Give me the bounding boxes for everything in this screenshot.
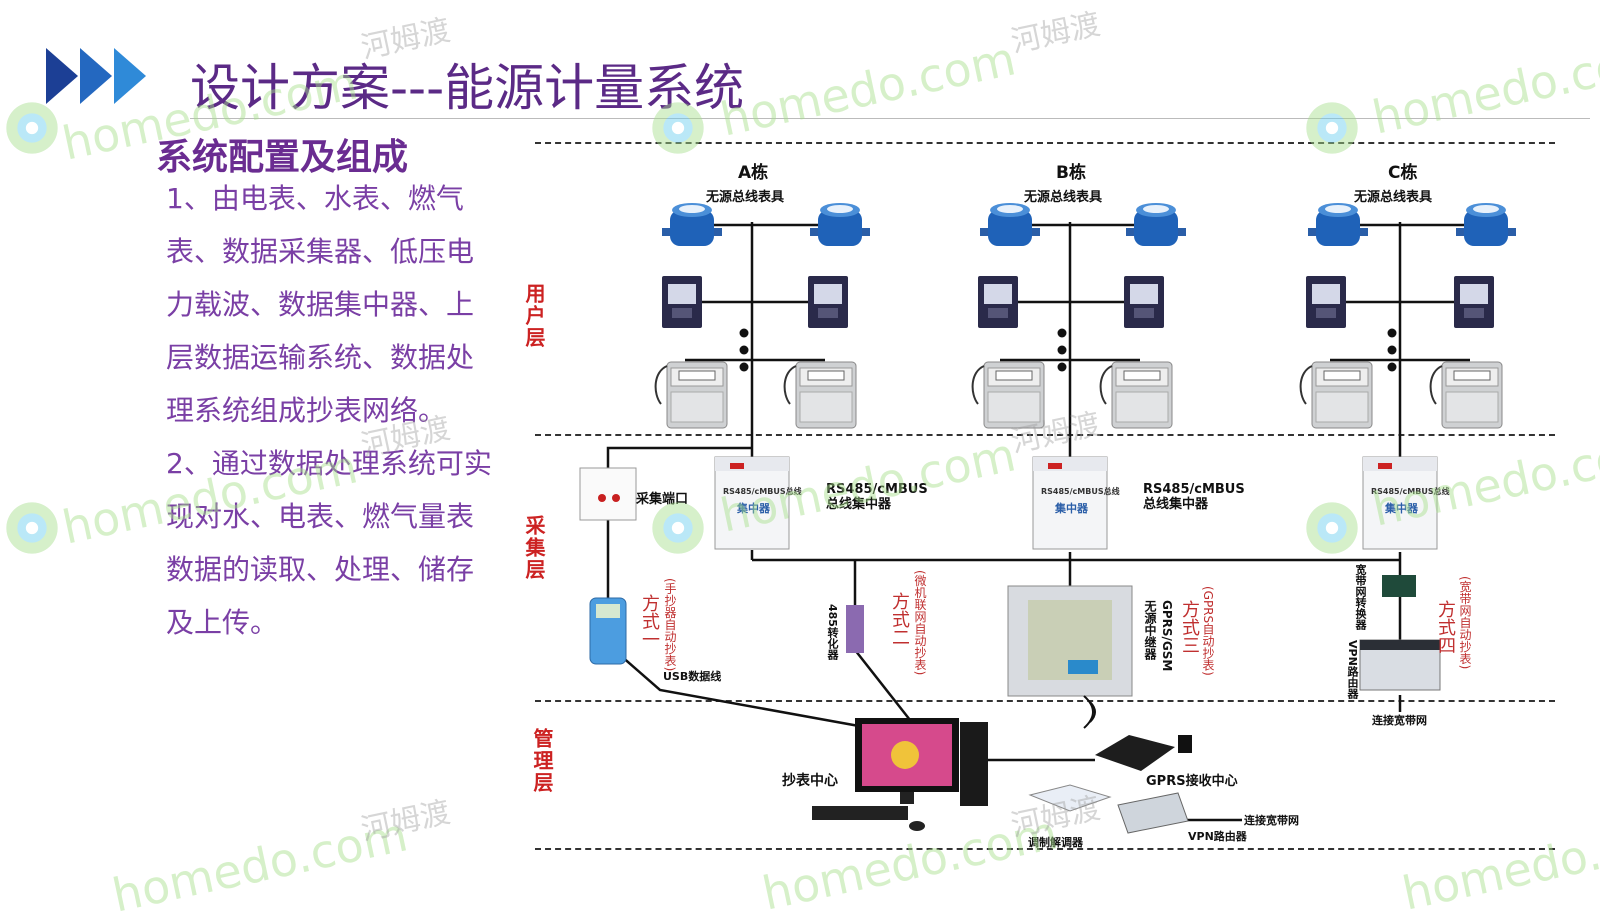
concentrator-a-plate-1: RS485/cMBUS总线: [723, 487, 802, 496]
relay-label-2: GPRS/GSM: [1160, 600, 1174, 672]
building-a-meters: [654, 203, 870, 429]
paragraph-1: 1、由电表、水表、燃气表、数据采集器、低压电力载波、数据集中器、上层数据运输系统…: [166, 182, 475, 427]
building-b-sub: 无源总线表具: [1024, 190, 1103, 205]
modem-label: 调制解调器: [1028, 836, 1083, 849]
relay-label: 无源中继器: [1143, 600, 1157, 660]
watermark-flower-icon: [2, 98, 62, 158]
concentrator-b-plate-2: 集中器: [1055, 502, 1088, 515]
vpn-router-label: VPN路由器: [1346, 640, 1359, 699]
watermark-flower-icon: [648, 98, 708, 158]
paragraph-2: 2、通过数据处理系统可实现对水、电表、燃气量表数据的读取、处理、储存及上传。: [166, 447, 492, 639]
concentrator-a-label: RS485/cMBUS 总线集中器: [826, 482, 928, 512]
building-b-name: B栋: [1056, 163, 1086, 183]
concentrator-c-plate-2: 集中器: [1385, 502, 1418, 515]
building-a-sub: 无源总线表具: [706, 190, 785, 205]
layer-label-user: 用户层: [522, 283, 546, 349]
watermark-flower-icon: [1302, 498, 1362, 558]
page-title: 设计方案---能源计量系统: [190, 59, 745, 117]
mode-3-desc: (GPRS自动抄表): [1201, 586, 1215, 676]
separator-user-collect: [535, 434, 1555, 436]
mode-1-name: 方式一: [639, 594, 660, 648]
gprs-center-label: GPRS接收中心: [1146, 774, 1238, 789]
mode-2-name: 方式二: [889, 592, 910, 646]
section-subtitle: 系统配置及组成: [156, 137, 409, 178]
mode-3-name: 方式三: [1179, 600, 1200, 654]
separator-bottom: [535, 848, 1555, 850]
separator-collect-manage: [535, 700, 1555, 702]
separator-top: [535, 142, 1555, 144]
concentrator-a-plate-2: 集中器: [737, 502, 770, 515]
mode-4-name: 方式四: [1435, 600, 1456, 654]
connect-broadband-label-2: 连接宽带网: [1244, 814, 1299, 827]
building-c-sub: 无源总线表具: [1354, 190, 1433, 205]
chevron-right-icon: [46, 48, 78, 104]
meter-center-label: 抄表中心: [782, 773, 838, 789]
vpn-router-label-2: VPN路由器: [1188, 830, 1247, 843]
collect-port-label: 采集端口: [636, 492, 689, 507]
rs485-converter-label: 485转化器: [826, 604, 839, 660]
usb-cable-label: USB数据线: [663, 670, 722, 683]
building-a-name: A栋: [738, 163, 769, 183]
network-diagram: [579, 203, 1516, 834]
watermark-flower-icon: [648, 498, 708, 558]
watermark-flower-icon: [2, 498, 62, 558]
building-b-meters: [971, 203, 1186, 429]
concentrator-c-plate-1: RS485/cMBUS总线: [1371, 487, 1450, 496]
chevron-right-icon: [80, 48, 112, 104]
broadband-converter-label: 宽带网转换器: [1354, 564, 1367, 630]
title-divider: [190, 118, 1590, 119]
mode-1-desc: (手抄器自动抄表): [663, 578, 677, 672]
chevron-right-icon: [114, 48, 146, 104]
mode-2-desc: (微机联网自动抄表): [913, 570, 927, 676]
concentrator-b-label: RS485/cMBUS 总线集中器: [1143, 482, 1245, 512]
layer-label-collect: 采集层: [522, 515, 546, 581]
building-c-name: C栋: [1388, 163, 1418, 183]
concentrator-b-plate-1: RS485/cMBUS总线: [1041, 487, 1120, 496]
connect-broadband-label: 连接宽带网: [1372, 714, 1427, 727]
layer-label-manage: 管理层: [530, 728, 554, 794]
watermark-flower-icon: [1302, 98, 1362, 158]
building-c-meters: [1299, 203, 1516, 429]
mode-4-desc: (宽带网自动抄表): [1458, 576, 1472, 670]
